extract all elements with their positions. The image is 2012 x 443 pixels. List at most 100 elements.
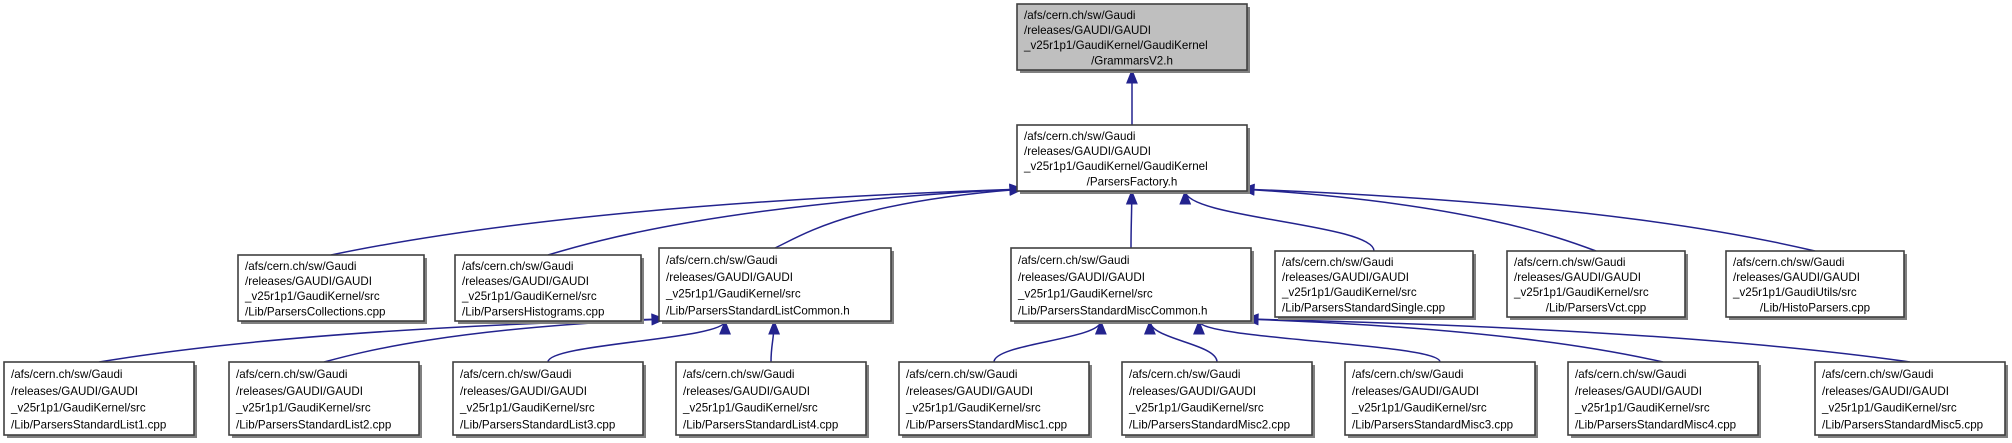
node-label-line: /releases/GAUDI/GAUDI: [1024, 24, 1151, 37]
node-label-line: /releases/GAUDI/GAUDI: [1282, 271, 1409, 284]
node-box[interactable]: [658, 247, 892, 322]
node-label-line: /afs/cern.ch/sw/Gaudi: [1024, 9, 1135, 22]
node-label-line: _v25r1p1/GaudiKernel/src: [1017, 288, 1153, 301]
node-box[interactable]: [1725, 250, 1905, 318]
node-label-line: _v25r1p1/GaudiKernel/src: [665, 288, 801, 301]
graph-node-grammarsv2[interactable]: /afs/cern.ch/sw/Gaudi/releases/GAUDI/GAU…: [1016, 3, 1250, 73]
node-label-line: /afs/cern.ch/sw/Gaudi: [666, 254, 777, 267]
node-label-line: /releases/GAUDI/GAUDI: [906, 385, 1033, 398]
node-label-line: /afs/cern.ch/sw/Gaudi: [1822, 368, 1933, 381]
node-label-line: /Lib/ParsersStandardList1.cpp: [11, 418, 166, 431]
graph-edge-arrowhead: [1094, 319, 1107, 335]
graph-node-parsersstandardlist1[interactable]: /afs/cern.ch/sw/Gaudi/releases/GAUDI/GAU…: [3, 361, 197, 438]
node-label-line: /afs/cern.ch/sw/Gaudi: [1129, 368, 1240, 381]
node-box[interactable]: [452, 361, 644, 436]
node-box[interactable]: [228, 361, 420, 436]
node-box[interactable]: [1274, 250, 1474, 318]
graph-node-parsersstandardmisc1[interactable]: /afs/cern.ch/sw/Gaudi/releases/GAUDI/GAU…: [898, 361, 1092, 438]
node-label-line: /Lib/ParsersStandardMisc5.cpp: [1822, 418, 1983, 431]
node-label-line: _v25r1p1/GaudiKernel/GaudiKernel: [1023, 39, 1208, 52]
node-label-line: /releases/GAUDI/GAUDI: [1575, 385, 1702, 398]
node-label-line: /Lib/ParsersStandardMiscCommon.h: [1018, 304, 1207, 317]
graph-edge-arrowhead: [719, 319, 731, 335]
node-box[interactable]: [3, 361, 195, 436]
node-box[interactable]: [1567, 361, 1759, 436]
node-box[interactable]: [898, 361, 1090, 436]
node-label-line: /afs/cern.ch/sw/Gaudi: [1733, 256, 1844, 269]
graph-node-parsersstandardsingle[interactable]: /afs/cern.ch/sw/Gaudi/releases/GAUDI/GAU…: [1274, 250, 1476, 320]
node-label-line: _v25r1p1/GaudiKernel/src: [1128, 402, 1264, 415]
node-label-line: /releases/GAUDI/GAUDI: [11, 385, 138, 398]
node-label-line: /releases/GAUDI/GAUDI: [1733, 271, 1860, 284]
node-label-line: /Lib/ParsersStandardList3.cpp: [460, 418, 615, 431]
node-label-line: _v25r1p1/GaudiKernel/src: [461, 290, 597, 303]
graph-node-parsersstandardmisccommon[interactable]: /afs/cern.ch/sw/Gaudi/releases/GAUDI/GAU…: [1010, 247, 1254, 324]
graph-node-parsersfactory[interactable]: /afs/cern.ch/sw/Gaudi/releases/GAUDI/GAU…: [1016, 124, 1250, 194]
node-label-line: _v25r1p1/GaudiKernel/src: [1821, 402, 1957, 415]
node-label-line: /Lib/ParsersStandardList4.cpp: [683, 418, 838, 431]
graph-edge-parsersstandardsingle-to-parsersfactory: [1184, 190, 1375, 252]
graph-node-parsersstandardlist2[interactable]: /afs/cern.ch/sw/Gaudi/releases/GAUDI/GAU…: [228, 361, 422, 438]
node-label-line: /Lib/ParsersHistograms.cpp: [462, 305, 604, 318]
node-label-line: /releases/GAUDI/GAUDI: [462, 275, 589, 288]
graph-edge-histoparsers-to-parsersfactory: [1240, 188, 1816, 252]
node-label-line: _v25r1p1/GaudiKernel/src: [10, 402, 146, 415]
node-box[interactable]: [1016, 3, 1248, 71]
node-label-line: _v25r1p1/GaudiKernel/src: [244, 290, 380, 303]
graph-node-parsersstandardlistcommon[interactable]: /afs/cern.ch/sw/Gaudi/releases/GAUDI/GAU…: [658, 247, 894, 324]
node-box[interactable]: [675, 361, 867, 436]
node-box[interactable]: [237, 254, 425, 322]
graph-edge-parsersstandardmisc4-to-parsersstandardmisccommon: [1244, 318, 1664, 363]
graph-edge-arrowhead: [1126, 68, 1138, 84]
graph-node-parserscollections[interactable]: /afs/cern.ch/sw/Gaudi/releases/GAUDI/GAU…: [237, 254, 427, 324]
node-box[interactable]: [1010, 247, 1252, 322]
graph-node-parsershistograms[interactable]: /afs/cern.ch/sw/Gaudi/releases/GAUDI/GAU…: [454, 254, 644, 324]
node-label-line: /ParsersFactory.h: [1087, 175, 1178, 188]
graph-edge-arrowhead: [1125, 189, 1138, 205]
node-box[interactable]: [1016, 124, 1248, 192]
node-label-line: /afs/cern.ch/sw/Gaudi: [1018, 254, 1129, 267]
graph-edge-parsersstandardlistcommon-to-parsersfactory: [774, 188, 1024, 249]
graph-node-parsersstandardlist4[interactable]: /afs/cern.ch/sw/Gaudi/releases/GAUDI/GAU…: [675, 361, 869, 438]
node-box[interactable]: [454, 254, 642, 322]
graph-node-parsersstandardmisc4[interactable]: /afs/cern.ch/sw/Gaudi/releases/GAUDI/GAU…: [1567, 361, 1761, 438]
node-label-line: /releases/GAUDI/GAUDI: [460, 385, 587, 398]
node-label-line: /Lib/ParsersStandardMisc2.cpp: [1129, 418, 1290, 431]
node-label-line: /afs/cern.ch/sw/Gaudi: [1024, 130, 1135, 143]
graph-edge-parsersstandardmisc5-to-parsersstandardmisccommon: [1244, 318, 1911, 363]
node-label-line: /releases/GAUDI/GAUDI: [1018, 271, 1145, 284]
graph-node-parsersstandardmisc2[interactable]: /afs/cern.ch/sw/Gaudi/releases/GAUDI/GAU…: [1121, 361, 1315, 438]
node-label-line: /afs/cern.ch/sw/Gaudi: [462, 260, 573, 273]
node-label-line: /Lib/ParsersStandardMisc4.cpp: [1575, 418, 1736, 431]
node-label-line: /afs/cern.ch/sw/Gaudi: [1352, 368, 1463, 381]
node-label-line: _v25r1p1/GaudiKernel/src: [682, 402, 818, 415]
node-label-line: /releases/GAUDI/GAUDI: [1822, 385, 1949, 398]
graph-node-parsersstandardlist3[interactable]: /afs/cern.ch/sw/Gaudi/releases/GAUDI/GAU…: [452, 361, 646, 438]
node-box[interactable]: [1121, 361, 1313, 436]
node-label-line: /Lib/ParsersStandardMisc1.cpp: [906, 418, 1067, 431]
node-label-line: /GrammarsV2.h: [1091, 54, 1173, 67]
node-label-line: /afs/cern.ch/sw/Gaudi: [1514, 256, 1625, 269]
node-label-line: /Lib/ParsersCollections.cpp: [245, 305, 385, 318]
node-box[interactable]: [1814, 361, 2006, 436]
graph-edge-parsersstandardmisc1-to-parsersstandardmisccommon: [993, 320, 1102, 363]
node-label-line: /Lib/ParsersStandardMisc3.cpp: [1352, 418, 1513, 431]
node-label-line: /afs/cern.ch/sw/Gaudi: [11, 368, 122, 381]
node-label-line: /afs/cern.ch/sw/Gaudi: [1282, 256, 1393, 269]
graph-edge-parsersstandardlist1-to-parsersstandardlistcommon: [98, 318, 666, 363]
graph-node-parsersstandardmisc3[interactable]: /afs/cern.ch/sw/Gaudi/releases/GAUDI/GAU…: [1344, 361, 1538, 438]
node-box[interactable]: [1344, 361, 1536, 436]
node-label-line: /afs/cern.ch/sw/Gaudi: [236, 368, 347, 381]
node-label-line: _v25r1p1/GaudiKernel/src: [459, 402, 595, 415]
node-label-line: _v25r1p1/GaudiKernel/src: [905, 402, 1041, 415]
node-label-line: /releases/GAUDI/GAUDI: [236, 385, 363, 398]
node-box[interactable]: [1506, 250, 1686, 318]
node-label-line: /afs/cern.ch/sw/Gaudi: [460, 368, 571, 381]
graph-node-parsersvct[interactable]: /afs/cern.ch/sw/Gaudi/releases/GAUDI/GAU…: [1506, 250, 1688, 320]
graph-node-parsersstandardmisc5[interactable]: /afs/cern.ch/sw/Gaudi/releases/GAUDI/GAU…: [1814, 361, 2008, 438]
node-label-line: _v25r1p1/GaudiKernel/GaudiKernel: [1023, 160, 1208, 173]
graph-node-histoparsers[interactable]: /afs/cern.ch/sw/Gaudi/releases/GAUDI/GAU…: [1725, 250, 1907, 320]
graph-edge-parsersstandardlist3-to-parsersstandardlistcommon: [547, 320, 726, 363]
